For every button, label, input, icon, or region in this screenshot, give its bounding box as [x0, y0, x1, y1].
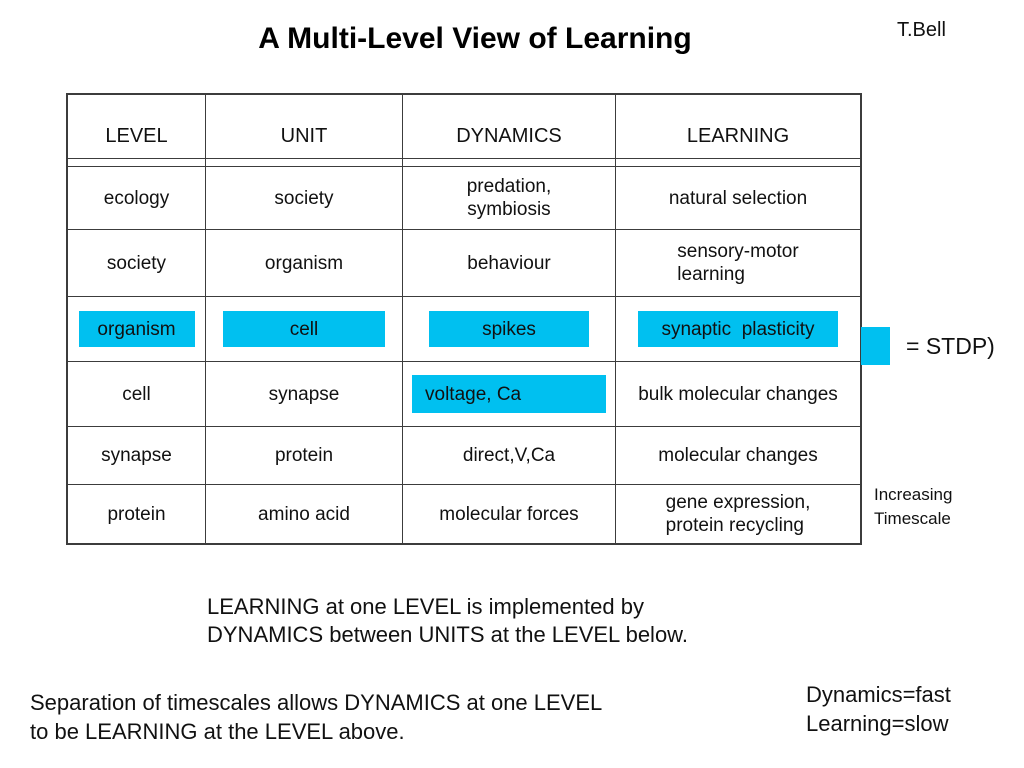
cell-level: synapse [68, 427, 205, 484]
highlighted-cell-text: organism [78, 311, 195, 347]
cell-learning: molecular changes [615, 427, 860, 484]
cell-level: ecology [68, 167, 205, 229]
table-header-row: LEVEL UNIT DYNAMICS LEARNING [68, 95, 860, 159]
cell-text: gene expression, protein recycling [665, 492, 811, 536]
cell-text: sensory-motor learning [677, 241, 799, 285]
cell-unit: amino acid [205, 485, 402, 543]
cell-unit: cell [205, 297, 402, 361]
header-dynamics: DYNAMICS [402, 95, 615, 158]
spacer-cell [68, 159, 205, 166]
cell-text: amino acid [258, 503, 350, 525]
cell-unit: synapse [205, 362, 402, 426]
cell-learning: natural selection [615, 167, 860, 229]
cell-learning: synaptic plasticity [615, 297, 860, 361]
cell-level: cell [68, 362, 205, 426]
table-row-cell: cell synapse voltage, Ca bulk molecular … [68, 362, 860, 427]
cell-learning: gene expression, protein recycling [615, 485, 860, 543]
cell-level: protein [68, 485, 205, 543]
header-learning: LEARNING [615, 95, 860, 158]
cell-text: molecular changes [658, 445, 818, 466]
table-row-ecology: ecology society predation, symbiosis nat… [68, 167, 860, 230]
cell-text: natural selection [668, 187, 808, 209]
spacer-cell [615, 159, 860, 166]
highlighted-cell-text: synaptic plasticity [638, 311, 838, 347]
learning-implementation-note: LEARNING at one LEVEL is implemented by … [207, 594, 688, 647]
highlighted-cell-text: voltage, Ca [412, 375, 606, 413]
stdp-highlight-swatch [861, 327, 890, 365]
spacer-cell [205, 159, 402, 166]
highlighted-cell-text: spikes [429, 311, 589, 347]
author-credit: T.Bell [897, 19, 946, 41]
cell-text: bulk molecular changes [638, 383, 838, 405]
cell-unit: organism [205, 230, 402, 296]
increasing-timescale-label: Increasing Timescale [874, 485, 953, 528]
cell-dynamics: voltage, Ca [402, 362, 615, 426]
cell-text: direct,V,Ca [462, 445, 556, 466]
cell-text: predation, symbiosis [466, 176, 552, 220]
cell-unit: society [205, 167, 402, 229]
cell-learning: bulk molecular changes [615, 362, 860, 426]
spacer-cell [402, 159, 615, 166]
cell-text: society [106, 252, 167, 274]
table-row-organism-highlighted: organism cell spikes synaptic plasticity [68, 297, 860, 362]
header-unit: UNIT [205, 95, 402, 158]
cell-text: behaviour [467, 252, 551, 274]
cell-text: society [274, 187, 334, 209]
table-row-synapse: synapse protein direct,V,Ca molecular ch… [68, 427, 860, 485]
cell-text: ecology [103, 187, 170, 209]
cell-text: protein [274, 445, 334, 466]
cell-text: cell [122, 383, 151, 405]
multilevel-table: LEVEL UNIT DYNAMICS LEARNING ecology soc… [66, 93, 862, 545]
cell-text: protein [107, 503, 166, 525]
cell-unit: protein [205, 427, 402, 484]
header-double-rule [68, 159, 860, 167]
cell-dynamics: predation, symbiosis [402, 167, 615, 229]
cell-text: organism [264, 252, 344, 274]
dynamics-learning-speed-note: Dynamics=fast Learning=slow [806, 682, 951, 736]
slide-title: A Multi-Level View of Learning [258, 22, 692, 55]
table-row-protein: protein amino acid molecular forces gene… [68, 485, 860, 543]
cell-dynamics: molecular forces [402, 485, 615, 543]
highlighted-cell-text: cell [223, 311, 385, 347]
table-row-society: society organism behaviour sensory-motor… [68, 230, 860, 297]
cell-text: molecular forces [439, 503, 579, 525]
cell-dynamics: behaviour [402, 230, 615, 296]
cell-dynamics: spikes [402, 297, 615, 361]
header-level: LEVEL [105, 125, 168, 147]
cell-text: synapse [268, 383, 340, 405]
timescale-separation-note: Separation of timescales allows DYNAMICS… [30, 690, 603, 744]
cell-level: society [68, 230, 205, 296]
cell-dynamics: direct,V,Ca [402, 427, 615, 484]
cell-learning: sensory-motor learning [615, 230, 860, 296]
stdp-label: = STDP) [906, 333, 995, 359]
cell-text: synapse [101, 445, 172, 466]
cell-level: organism [68, 297, 205, 361]
